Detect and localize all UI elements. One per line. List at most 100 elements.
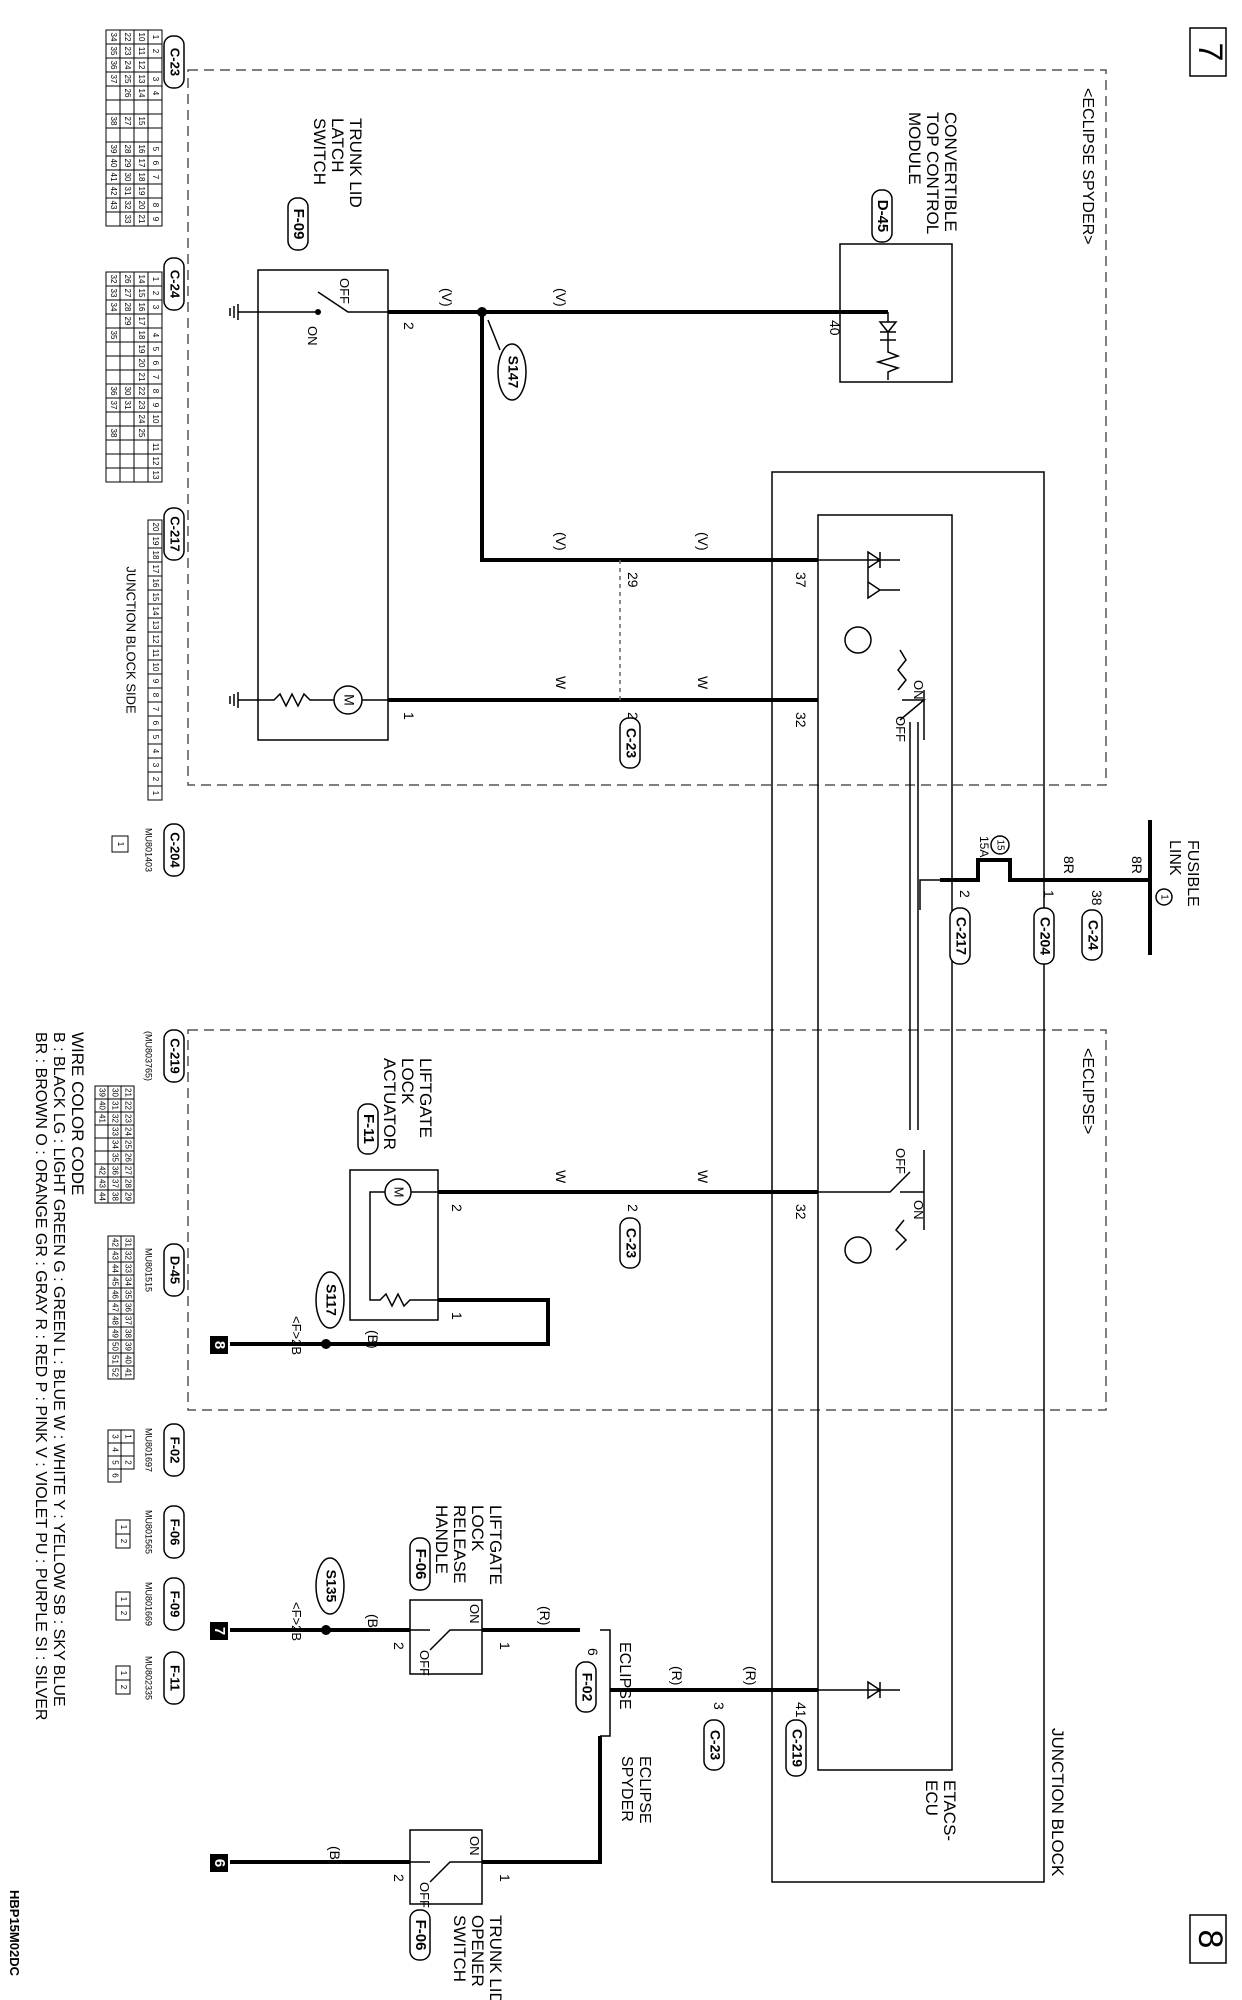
- splice-s147: [497, 343, 527, 401]
- liftgate-lock-actuator: [349, 1169, 439, 1321]
- etacs-pin-37: 37: [793, 572, 809, 588]
- c219-pin: 33: [110, 1127, 119, 1136]
- c23-title: C-23: [168, 48, 183, 76]
- c217-cell: [147, 785, 163, 801]
- c204-tag: [1033, 907, 1055, 965]
- f02-tag-label: F-02: [579, 1673, 595, 1702]
- c24-pin: 19: [137, 345, 146, 354]
- liftgate-act-connector-id: F-11: [360, 1114, 377, 1144]
- c217-pin: 15: [151, 593, 160, 602]
- c23-pin: 2: [151, 49, 160, 54]
- connector-view-c24: C-24123456789101112131415161718192021222…: [105, 257, 185, 483]
- c217-pin: 3: [151, 763, 160, 768]
- c23-pin-3: 3: [711, 1702, 727, 1710]
- fusible-link-number: 1: [1158, 894, 1169, 900]
- trunk-latch-contact: [315, 309, 321, 315]
- c204-title: C-204: [168, 832, 183, 868]
- c217-tag: [949, 907, 971, 965]
- liftgate-rel-name-4: HANDLE: [432, 1505, 451, 1574]
- c24-pin-38: 38: [1089, 890, 1105, 906]
- etacs-pin-32: 32: [793, 712, 809, 728]
- wire-label-w-1: W: [553, 676, 569, 690]
- connector-view-c217: C-2172019181716151413121110987654321JUNC…: [124, 507, 185, 801]
- c219-pin: 27: [123, 1166, 132, 1175]
- ground-ref-f2b-1: <F>2B: [289, 1316, 304, 1355]
- svg-text:8: 8: [1191, 1930, 1229, 1949]
- c219-pin: 40: [97, 1101, 106, 1110]
- wire-label-r-2: (R): [669, 1666, 685, 1685]
- c219-pin: 44: [97, 1192, 106, 1201]
- d45-pin: 32: [123, 1251, 132, 1260]
- eclipse-boundary: [187, 1029, 1107, 1411]
- c23-pin: 25: [123, 75, 132, 84]
- etacs-relay-off-1: OFF: [893, 716, 908, 742]
- wire-label-r-3: (R): [743, 1666, 759, 1685]
- f02-title: F-02: [168, 1437, 183, 1464]
- c24-cell: [119, 467, 135, 483]
- trunk-opener-name-3: SWITCH: [450, 1915, 469, 1982]
- c24-cell: [133, 439, 149, 455]
- ctm-diode-symbol: [875, 312, 901, 380]
- splice-s135: [315, 1557, 345, 1615]
- c23-cell: [147, 57, 163, 73]
- f09-cell: [115, 1605, 131, 1621]
- liftgate-rel-off: OFF: [417, 1650, 432, 1676]
- c24-pin: 12: [151, 457, 160, 466]
- junction-block: [771, 471, 1045, 1883]
- etacs-label-1: ETACS-: [940, 1780, 959, 1841]
- eclipse-spyder-label: <ECLIPSE SPYDER>: [1079, 88, 1096, 245]
- c23-pin: 41: [109, 173, 118, 182]
- d45-pin: 36: [123, 1303, 132, 1312]
- c23-tag-1: [619, 717, 641, 769]
- c23-pin: 11: [137, 47, 146, 56]
- liftgate-actuator-internal: [369, 1191, 438, 1308]
- c23-pin: 31: [123, 187, 132, 196]
- page-marker-next: 8: [1189, 1914, 1229, 1964]
- c23-pin: 19: [137, 187, 146, 196]
- liftgate-act-pin-1: 1: [449, 1312, 465, 1320]
- liftgate-rel-name-3: RELEASE: [450, 1505, 469, 1583]
- c24-cell: [119, 439, 135, 455]
- c23-pin: 27: [123, 117, 132, 126]
- c219-pin: 30: [110, 1088, 119, 1097]
- variant-label-spyder-2: SPYDER: [618, 1756, 635, 1822]
- splice-s135-label: S135: [323, 1570, 339, 1603]
- c219-tag: [785, 1719, 807, 1777]
- d45-title: D-45: [168, 1256, 183, 1284]
- c23-cell: [147, 183, 163, 199]
- c219-pin: 43: [97, 1179, 106, 1188]
- wire-label-b-1: (B): [365, 1330, 381, 1349]
- c24-cell: [105, 453, 121, 469]
- f02-cell: [107, 1468, 122, 1483]
- connector-view-c23: C-23123456789101112131415161718192021222…: [105, 29, 185, 227]
- d45-pin: 49: [110, 1329, 119, 1338]
- c24-cell: [119, 453, 135, 469]
- c23-pin: 10: [137, 33, 146, 42]
- wire-color-code-line-1: B : BLACK LG : LIGHT GREEN G : GREEN L :…: [50, 1032, 67, 1707]
- etacs-relay-on-1: ON: [911, 680, 926, 700]
- ref-7-box: [210, 1622, 228, 1640]
- liftgate-rel-name-2: LOCK: [468, 1505, 487, 1552]
- etacs-transistor-icon-2: [844, 1236, 872, 1264]
- f02-tag: [163, 1423, 185, 1477]
- c23-pin: 38: [109, 117, 118, 126]
- c24-pin: 26: [123, 275, 132, 284]
- ctm-name-2: TOP CONTROL: [923, 112, 942, 234]
- liftgate-rel-pin-1: 1: [497, 1642, 513, 1650]
- etacs-ecu: [817, 514, 953, 1771]
- c24-pin: 34: [109, 303, 118, 312]
- d45-pin: 47: [110, 1303, 119, 1312]
- c24-tag: [163, 257, 185, 311]
- liftgate-rel-connector-id: F-06: [412, 1549, 429, 1580]
- diagram-code: HBP15M02DC: [7, 1890, 22, 1977]
- f02-pin: 3: [110, 1434, 119, 1439]
- c219-pin: 39: [97, 1088, 106, 1097]
- c219-cell: [94, 1137, 109, 1152]
- c23-pin: 36: [109, 61, 118, 70]
- c217-pin: 17: [151, 565, 160, 574]
- etacs-relay-off-2: OFF: [893, 1148, 908, 1174]
- etacs-relay-symbol-1: [897, 649, 927, 740]
